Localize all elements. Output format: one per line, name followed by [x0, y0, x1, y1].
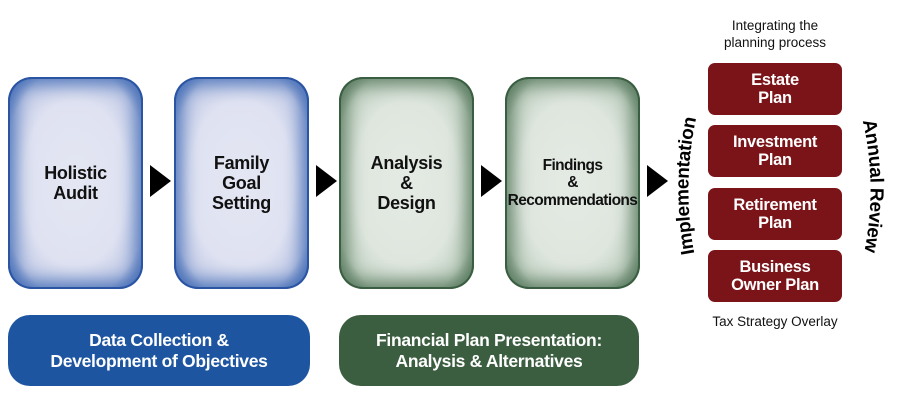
- annual-review-label: Annual Review: [858, 118, 887, 255]
- band-label: Data Collection & Development of Objecti…: [50, 329, 268, 371]
- plan-business-owner: Business Owner Plan: [708, 250, 842, 302]
- step-family-goal-setting: Family Goal Setting: [174, 77, 309, 289]
- plan-label: Estate Plan: [751, 70, 799, 107]
- plan-retirement: Retirement Plan: [708, 188, 842, 240]
- plan-investment: Investment Plan: [708, 125, 842, 177]
- step-label: Findings & Recommendations: [507, 156, 638, 209]
- plan-label: Retirement Plan: [733, 195, 817, 232]
- step-holistic-audit: Holistic Audit: [8, 77, 143, 289]
- arrow-right-icon: [150, 165, 171, 197]
- plan-estate: Estate Plan: [708, 63, 842, 115]
- arrow-right-icon: [481, 165, 502, 197]
- implementation-label: Implementation: [672, 115, 701, 256]
- arrow-right-icon: [316, 165, 337, 197]
- plan-label: Business Owner Plan: [731, 257, 819, 294]
- step-findings-recommendations: Findings & Recommendations: [505, 77, 640, 289]
- tax-strategy-overlay: Tax Strategy Overlay: [712, 314, 838, 329]
- step-analysis-design: Analysis & Design: [339, 77, 474, 289]
- presentation-band: Financial Plan Presentation: Analysis & …: [339, 315, 639, 386]
- band-label: Financial Plan Presentation: Analysis & …: [376, 329, 602, 371]
- step-label: Family Goal Setting: [212, 152, 271, 214]
- step-label: Holistic Audit: [44, 162, 107, 203]
- data-collection-band: Data Collection & Development of Objecti…: [8, 315, 310, 386]
- arrow-right-icon: [647, 165, 668, 197]
- step-label: Analysis & Design: [370, 152, 443, 214]
- integration-heading: Integrating the planning process: [723, 18, 827, 50]
- plan-label: Investment Plan: [732, 132, 818, 169]
